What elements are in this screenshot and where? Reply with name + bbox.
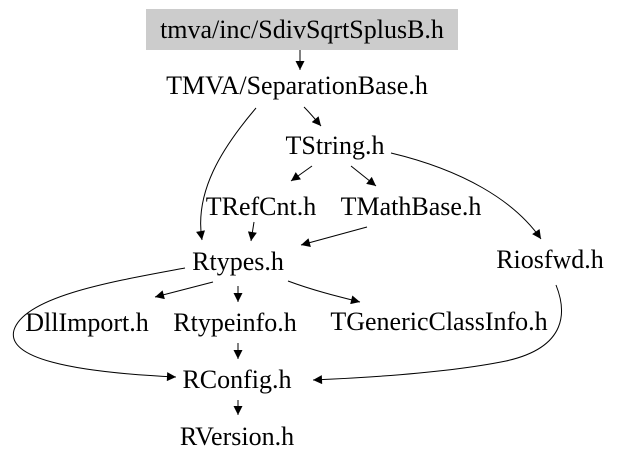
node-separationbase[interactable]: TMVA/SeparationBase.h — [166, 71, 428, 100]
node-tstring[interactable]: TString.h — [285, 131, 385, 160]
edge-trefcnt-to-rtypes — [247, 221, 257, 242]
node-tgenericclassinfo[interactable]: TGenericClassInfo.h — [330, 307, 548, 336]
node-rversion[interactable]: RVersion.h — [179, 422, 295, 451]
node-tmathbase[interactable]: TMathBase.h — [340, 192, 482, 221]
node-rtypes[interactable]: Rtypes.h — [192, 247, 284, 276]
edge-separationbase-to-tstring — [303, 106, 322, 127]
edge-tmathbase-to-rtypes — [300, 226, 368, 247]
node-rconfig[interactable]: RConfig.h — [182, 365, 292, 394]
edge-riosfwd-to-rconfig — [312, 284, 562, 385]
node-dllimport[interactable]: DllImport.h — [25, 308, 149, 337]
edge-tstring-to-riosfwd — [390, 152, 542, 240]
node-sdivsqrtsplusb-label: tmva/inc/SdivSqrtSplusB.h — [160, 14, 444, 44]
edge-rtypes-to-rconfig — [12, 267, 186, 382]
edge-rtypes-to-tgenericclassinfo — [287, 280, 361, 305]
edge-rtypes-to-dllimport — [154, 281, 214, 300]
node-riosfwd[interactable]: Riosfwd.h — [496, 245, 604, 274]
node-sdivsqrtsplusb: tmva/inc/SdivSqrtSplusB.h — [146, 9, 458, 50]
node-rtypeinfo[interactable]: Rtypeinfo.h — [173, 308, 297, 337]
node-trefcnt[interactable]: TRefCnt.h — [205, 192, 317, 221]
edge-tstring-to-trefcnt — [290, 165, 313, 182]
edge-tstring-to-tmathbase — [350, 165, 377, 187]
edge-separationbase-to-rtypes — [196, 107, 257, 241]
